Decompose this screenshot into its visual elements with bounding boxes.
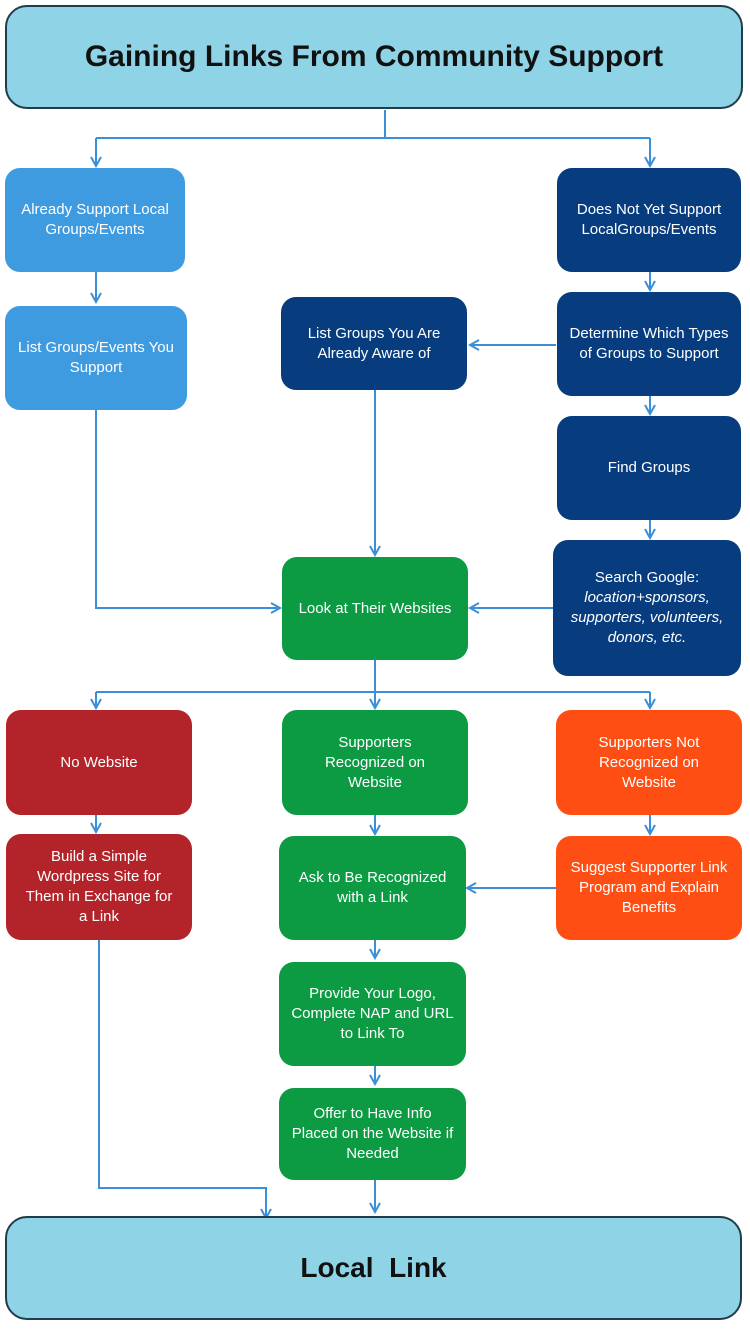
node-already-support: Already Support Local Groups/Events — [5, 168, 185, 272]
node-label: Already Support Local Groups/Events — [21, 201, 169, 238]
node-find-groups: Find Groups — [557, 416, 741, 520]
footer-label: Local Link — [300, 1252, 447, 1283]
node-list-groups-aware: List Groups You Are Already Aware of — [281, 297, 467, 390]
node-supporters-recognized: Supporters Recognized on Website — [282, 710, 468, 815]
page-title: Gaining Links From Community Support — [84, 40, 664, 73]
node-search-google: Search Google: location+sponsors, suppor… — [553, 540, 741, 676]
node-label: Build a Simple Wordpress Site for Them i… — [25, 848, 173, 925]
node-look-at-websites: Look at Their Websites — [282, 557, 468, 660]
node-label: Determine Which Types of Groups to Suppo… — [569, 325, 729, 362]
node-label: Does Not Yet Support LocalGroups/Events — [576, 201, 722, 238]
node-provide-logo: Provide Your Logo, Complete NAP and URL … — [279, 962, 466, 1066]
node-label: Supporters Recognized on Website — [324, 733, 426, 791]
node-label: No Website — [60, 753, 138, 771]
node-offer-info: Offer to Have Info Placed on the Website… — [279, 1088, 466, 1180]
node-supporters-not-recognized: Supporters Not Recognized on Website — [556, 710, 742, 815]
local-link-banner: Local Link — [5, 1216, 742, 1320]
node-list-groups-you-support: List Groups/Events You Support — [5, 306, 187, 410]
node-label: List Groups You Are Already Aware of — [307, 324, 441, 362]
node-ask-to-be-recognized: Ask to Be Recognized with a Link — [279, 836, 466, 940]
node-determine-types: Determine Which Types of Groups to Suppo… — [557, 292, 741, 396]
arrow-build-to-local-link — [98, 940, 266, 1218]
node-label: Look at Their Websites — [298, 599, 452, 617]
arrow-list-support-to-look — [95, 410, 280, 608]
node-label: Search Google: — [594, 569, 700, 586]
node-not-yet-support: Does Not Yet Support LocalGroups/Events — [557, 168, 741, 272]
node-build-simple-site: Build a Simple Wordpress Site for Them i… — [6, 834, 192, 940]
title-banner: Gaining Links From Community Support — [5, 5, 743, 109]
node-label: Provide Your Logo, Complete NAP and URL … — [291, 985, 454, 1042]
node-label: Offer to Have Info Placed on the Website… — [291, 1105, 454, 1162]
node-label: List Groups/Events You Support — [18, 339, 174, 376]
search-terms: location+sponsors, supporters, volunteer… — [570, 589, 724, 646]
node-label: Supporters Not Recognized on Website — [598, 733, 700, 791]
node-label: Find Groups — [607, 459, 691, 476]
node-label: Ask to Be Recognized with a Link — [298, 869, 447, 906]
node-suggest-link-program: Suggest Supporter Link Program and Expla… — [556, 836, 742, 940]
node-label: Suggest Supporter Link Program and Expla… — [570, 859, 728, 916]
node-no-website: No Website — [6, 710, 192, 815]
